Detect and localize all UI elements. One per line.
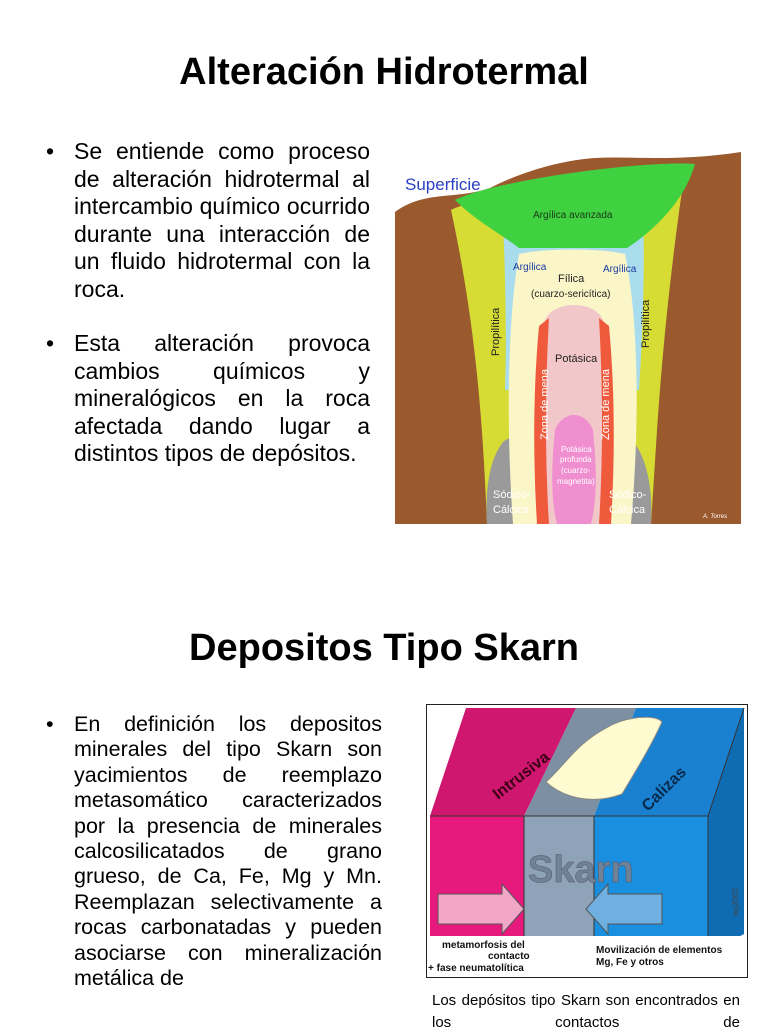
note-contacto: contacto — [488, 951, 530, 962]
label-argilica-avanzada: Argílica avanzada — [533, 210, 613, 221]
label-potasica-profunda: Potásica — [561, 445, 592, 454]
label-skarn: Skarn — [528, 849, 634, 891]
skarn-block-diagram: Intrusiva Calizas Skarn metamorfosis del… — [426, 704, 748, 978]
bullet-list-alteracion: Se entiende como proceso de alteración h… — [42, 138, 370, 495]
bullet-item: En definición los depositos minerales de… — [42, 712, 382, 991]
skarn-caption: Los depósitos tipo Skarn son encontrados… — [432, 992, 740, 1031]
label-filica: Fílica — [558, 273, 585, 285]
arrow-right — [585, 882, 663, 936]
slide-title-skarn: Depositos Tipo Skarn — [189, 627, 579, 669]
label-argilica-right: Argílica — [603, 264, 637, 275]
label-sodico-left: Sódico- — [493, 489, 531, 501]
note-fase-neumatolitica: + fase neumatolítica — [428, 963, 524, 974]
label-potasica-profunda: magnetita) — [557, 477, 595, 486]
note-movilizacion: Movilización de elementos — [596, 945, 723, 956]
slide-title-alteracion: Alteración Hidrotermal — [179, 51, 589, 93]
bullet-list-skarn: En definición los depositos minerales de… — [42, 712, 382, 991]
zone-argilica-avanzada — [455, 163, 695, 248]
label-filica-sub: (cuarzo-sericítica) — [531, 289, 610, 300]
label-zona-mena-left: Zona de mena — [539, 368, 551, 440]
label-potasica: Potásica — [555, 353, 598, 365]
alteration-zoning-diagram: Superficie Argílica avanzada Argílica Ar… — [395, 130, 741, 524]
zone-mena-left — [534, 318, 549, 524]
face-intrusiva-front — [430, 816, 524, 954]
bullet-item: Se entiende como proceso de alteración h… — [42, 138, 370, 303]
zone-mena-right — [599, 318, 614, 524]
bullet-item: Esta alteración provoca cambios químicos… — [42, 330, 370, 468]
label-propilitica-left: Propilítica — [490, 307, 502, 356]
label-superficie: Superficie — [405, 175, 481, 194]
note-elementos: Mg, Fe y otros — [596, 957, 664, 968]
label-argilica-left: Argílica — [513, 262, 547, 273]
author-credit: A. Torres — [702, 514, 727, 520]
label-zona-mena-right: Zona de mena — [600, 368, 612, 440]
arrow-left — [437, 882, 525, 936]
label-potasica-profunda: (cuarzo- — [561, 466, 591, 475]
note-metamorfosis: metamorfosis del — [442, 940, 525, 951]
label-calcica-right: Cálcica — [609, 504, 646, 516]
face-skarn-front — [524, 816, 594, 954]
label-calcica-left: Cálcica — [493, 504, 530, 516]
diagram-credit: wg2002 — [731, 887, 740, 917]
face-white-zone — [545, 716, 663, 800]
label-sodico-right: Sódico- — [609, 489, 647, 501]
face-calizas-side — [708, 708, 744, 954]
face-intrusiva-top — [430, 708, 576, 816]
label-potasica-profunda: profunda — [560, 455, 592, 464]
zone-potasica-profunda — [552, 415, 596, 524]
label-propilitica-right: Propilítica — [640, 299, 652, 348]
